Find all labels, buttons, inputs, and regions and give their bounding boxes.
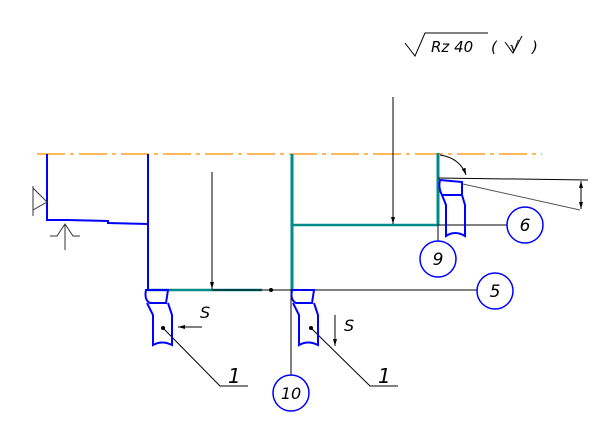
callout-6: 6	[520, 216, 531, 236]
roughness-value: Rz 40	[431, 38, 473, 56]
feed-label-left: S	[200, 303, 210, 322]
cutting-tool-right	[290, 289, 319, 347]
machined-surfaces	[148, 153, 440, 292]
roughness-suffix: ( √ )	[491, 38, 542, 56]
roughness-symbol	[404, 32, 523, 57]
cutting-tool-top	[438, 178, 466, 238]
datum-symbols	[32, 186, 80, 250]
callout-circles	[272, 206, 544, 412]
feed-label-right: S	[344, 316, 354, 335]
callout-10: 10	[281, 384, 301, 403]
callout-5: 5	[490, 282, 501, 302]
tool-label-left: 1	[228, 364, 241, 388]
workpiece-contour	[46, 154, 149, 290]
tool-label-right: 1	[378, 364, 391, 388]
callout-9: 9	[433, 250, 444, 270]
dimension-lines	[161, 97, 589, 387]
cutting-tool-left	[144, 289, 173, 347]
